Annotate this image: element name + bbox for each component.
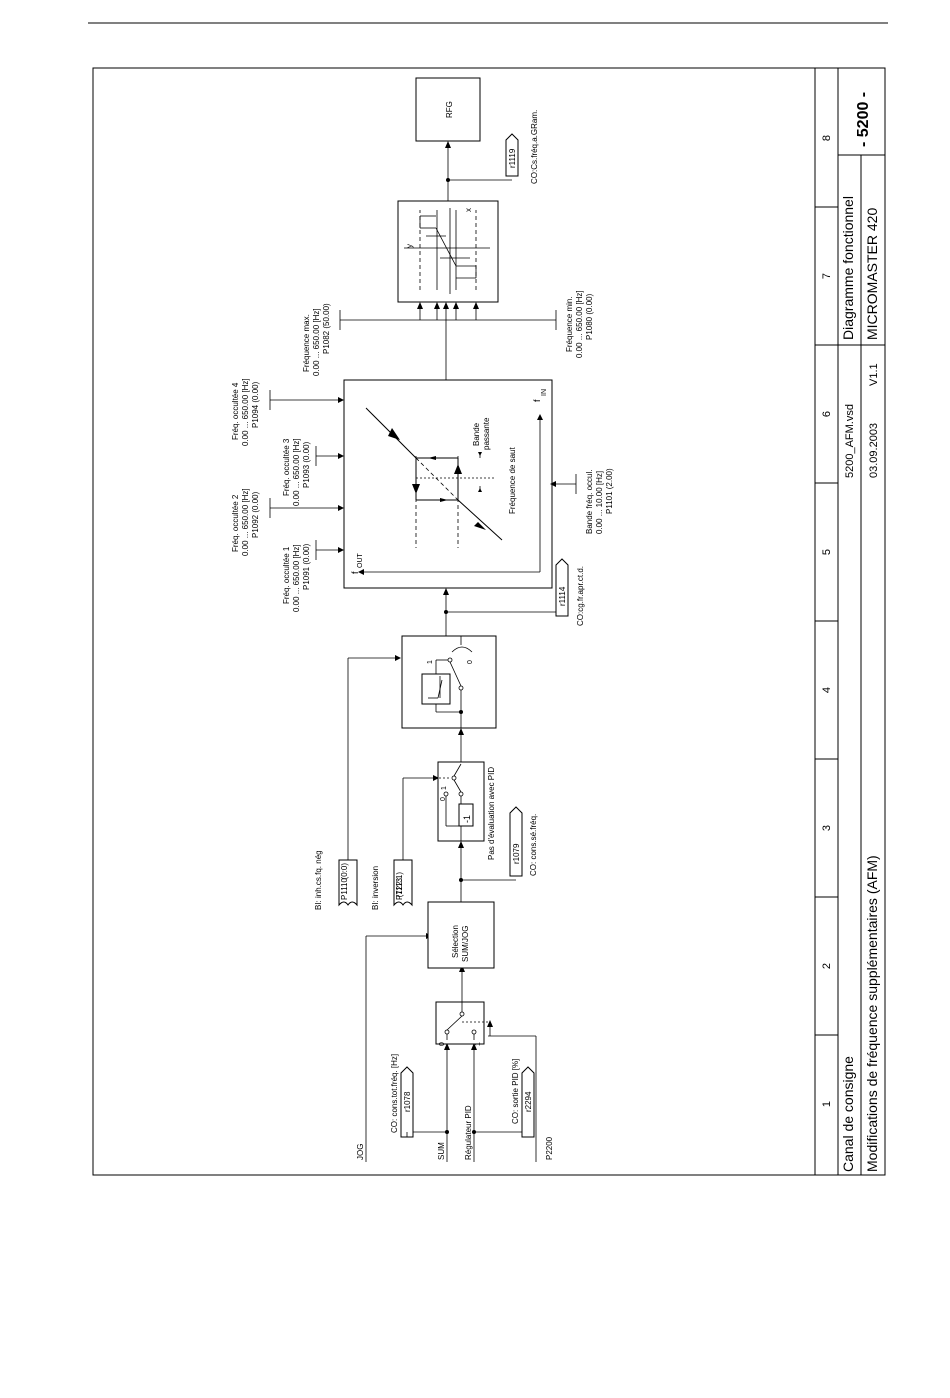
pid-eval-label: Pas d'évaluation avec PID <box>487 767 496 860</box>
skip2-range: 0.00 ... 650.00 [Hz] <box>241 488 250 556</box>
binector-p1110-default: (0:0) <box>340 863 349 880</box>
selection-label-1: Sélection <box>451 925 460 958</box>
inversion-label-1: 1 <box>441 786 448 790</box>
frequency-limiter-block <box>397 200 499 303</box>
skip3-name: Fréq. occultée 3 <box>282 438 291 496</box>
skip1-range: 0.00 ... 650.00 [Hz] <box>292 544 301 612</box>
connector-r1079-label: CO: cons.sé.fréq. <box>529 814 538 876</box>
neg-inhibit-block <box>401 635 497 729</box>
limiter-x-label: x <box>464 208 473 212</box>
skip4-range: 0.00 ... 650.00 [Hz] <box>241 378 250 446</box>
file-name: 5200_AFM.vsd <box>844 404 856 478</box>
skip-param-lines <box>269 390 577 560</box>
connector-r1114-label: CO:cg.fr.apr.ct.d. <box>576 566 585 626</box>
inversion-neg-label: -1 <box>462 815 472 823</box>
fmax-range: 0.00 ... 650.00 [Hz] <box>312 308 321 376</box>
connector-r1078-id: r1078 <box>403 1091 412 1112</box>
band-param: P1101 (2.00) <box>605 468 614 514</box>
selection-sum-jog-block <box>427 901 495 969</box>
connector-r2294-id: r2294 <box>524 1091 533 1112</box>
pid-select-switch <box>435 1001 490 1045</box>
column-number-8: 8 <box>821 135 833 141</box>
binector-p1110-label: BI: inh.cs.fq. nég <box>314 850 323 910</box>
inhibit-label-1: 1 <box>427 660 434 664</box>
connector-r1114 <box>555 558 569 617</box>
band-label-1: Bande <box>472 422 481 446</box>
skip1-param: P1091 (0.00) <box>302 543 311 590</box>
skip4-name: Fréq. occultée 4 <box>231 382 240 440</box>
doc-type: Diagramme fonctionnel <box>840 196 856 340</box>
input-p2200: P2200 <box>545 1136 554 1160</box>
column-number-5: 5 <box>821 549 833 555</box>
product-name: MICROMASTER 420 <box>864 208 880 340</box>
revision-version: V1.1 <box>868 363 880 386</box>
fmin-name: Fréquence min. <box>565 296 574 352</box>
column-number-6: 6 <box>821 411 833 417</box>
column-number-1: 1 <box>821 1101 833 1107</box>
fmin-range: 0.00 ... 650.00 [Hz] <box>575 290 584 358</box>
rfg-block <box>415 77 481 142</box>
band-range: 0.00 ... 10.00 [Hz] <box>595 471 604 534</box>
skip3-param: P1093 (0.00) <box>302 441 311 488</box>
inversion-label-0: 0 <box>440 797 447 801</box>
input-jog: JOG <box>356 1144 365 1160</box>
column-number-4: 4 <box>821 687 833 693</box>
fmax-param: P1082 (50.00) <box>322 303 331 354</box>
column-number-3: 3 <box>821 825 833 831</box>
jump-label: Fréquence de saut <box>508 447 517 514</box>
binector-p1113-param: P1113 <box>395 878 404 900</box>
input-pid: Régulateur PID <box>464 1105 473 1160</box>
connector-r1078 <box>400 1066 414 1138</box>
sheet-number: - 5200 - <box>855 92 872 147</box>
selection-label-2: SUM/JOG <box>461 926 470 962</box>
switch-label-0: 0 <box>439 1042 446 1046</box>
diagram-title: Modifications de fréquence supplémentair… <box>864 855 880 1172</box>
chapter-title: Canal de consigne <box>840 1056 856 1172</box>
skip2-param: P1092 (0.00) <box>251 491 260 538</box>
connector-r2294 <box>521 1066 535 1138</box>
f-in-sub: IN <box>541 389 548 396</box>
revision-date: 03.09.2003 <box>868 423 880 478</box>
skip2-name: Fréq. occultée 2 <box>231 494 240 552</box>
inversion-switch-block <box>437 761 485 842</box>
binector-p1113 <box>393 775 439 907</box>
binector-p1110-param: P1110 <box>340 878 349 900</box>
skip-frequency-block <box>343 379 553 589</box>
connector-r1119 <box>505 133 519 177</box>
limiter-input-arrows <box>339 302 557 330</box>
limiter-y-label: y <box>405 244 414 248</box>
band-label-2: passante <box>482 417 491 450</box>
binector-p1113-default: (722:1) <box>395 872 404 898</box>
connector-r2294-label: CO: sortie PID [%] <box>511 1059 520 1124</box>
skip3-range: 0.00 ... 650.00 [Hz] <box>292 438 301 506</box>
connector-r1119-label: CO:Cs.fréq.a.GRam. <box>530 110 539 184</box>
rfg-label: RFG <box>445 101 454 118</box>
column-number-2: 2 <box>821 963 833 969</box>
input-sum: SUM <box>437 1142 446 1160</box>
skip4-param: P1094 (0.00) <box>251 381 260 428</box>
f-out-label: f <box>350 571 360 574</box>
connector-r1119-id: r1119 <box>508 148 517 168</box>
connector-r1079-id: r1079 <box>512 843 521 864</box>
skip1-name: Fréq. occultée 1 <box>282 546 291 604</box>
column-number-7: 7 <box>821 273 833 279</box>
connector-r1114-id: r1114 <box>558 586 567 606</box>
f-in-label: f <box>532 399 542 402</box>
f-out-sub: OUT <box>357 553 364 569</box>
switch-label-1: 1 <box>475 1042 482 1046</box>
band-name: Bande fréq. occul. <box>585 470 594 534</box>
connector-r1078-label: CO: cons.tot.fréq. [Hz] <box>390 1054 399 1133</box>
title-block: 8 7 6 5 4 3 2 1 Canal de consigne Modifi… <box>814 68 886 1175</box>
connector-r1079 <box>509 806 523 877</box>
fmax-name: Fréquence max. <box>302 314 311 372</box>
inhibit-label-0: 0 <box>467 660 474 664</box>
fmin-param: P1080 (0.00) <box>585 293 594 340</box>
binector-p1113-label: BI: inversion <box>371 866 380 910</box>
binector-p1110 <box>338 655 401 907</box>
